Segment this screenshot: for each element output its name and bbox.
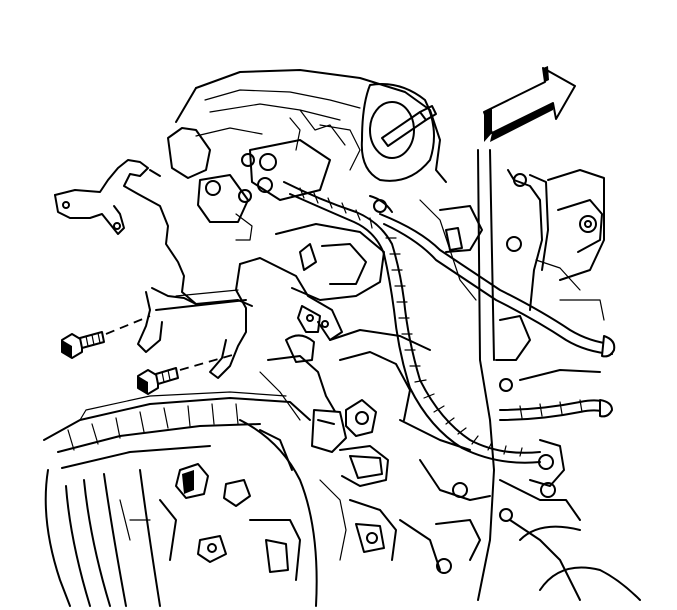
bolts: [61, 315, 237, 395]
transmission-housing: [43, 391, 318, 607]
engine-right-side: [419, 149, 641, 601]
direction-arrow-icon: [483, 66, 576, 142]
bolt-lower: [137, 367, 179, 395]
engine-upper-block: [167, 69, 447, 241]
engine-middle-body: [259, 223, 491, 574]
bolt-upper: [61, 331, 105, 359]
